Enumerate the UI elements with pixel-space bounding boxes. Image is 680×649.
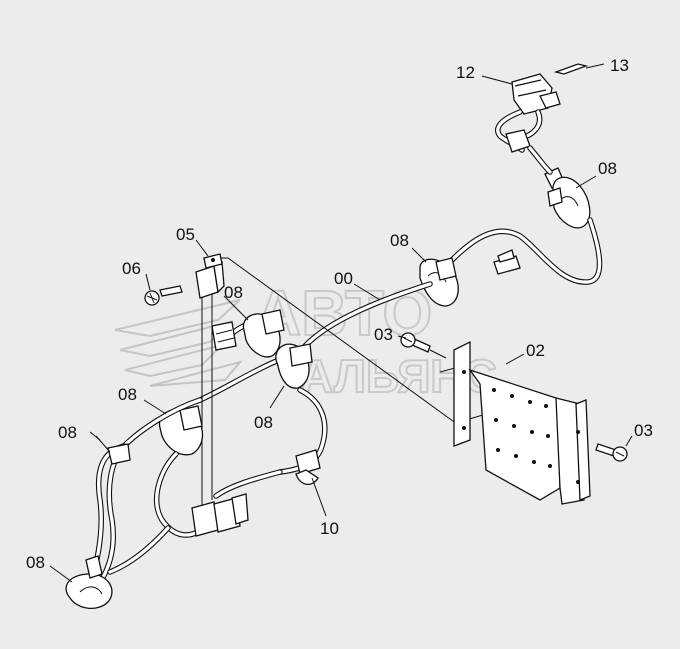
clamp-08-farleft (95, 435, 131, 465)
callout-00: 00 (334, 269, 353, 288)
callout-03-mid: 03 (374, 325, 393, 344)
callout-leaders (49, 63, 633, 583)
clamp-08-relay (211, 309, 285, 358)
clamp-08-top (547, 176, 591, 229)
relay-05 (195, 253, 225, 299)
screw-03-mid (400, 332, 447, 359)
clamp-08-center (275, 343, 313, 389)
bottom-connectors (191, 493, 249, 537)
callout-02: 02 (526, 341, 545, 360)
callout-10: 10 (320, 519, 339, 538)
callout-12: 12 (456, 63, 475, 82)
part-13-tag (553, 63, 589, 75)
left-harness-wires (79, 397, 283, 603)
callout-08-mid: 08 (390, 231, 409, 250)
screw-06 (144, 285, 183, 306)
upper-harness-wire (495, 109, 565, 189)
clamp-08-mid (419, 257, 459, 307)
screw-03-right (595, 443, 628, 462)
callout-08-farleft: 08 (58, 423, 77, 442)
callout-05: 05 (176, 225, 195, 244)
callout-08-center: 08 (254, 413, 273, 432)
callout-labels: 12 13 08 08 05 06 08 00 03 02 08 08 08 0… (26, 56, 653, 572)
callout-08-relay: 08 (224, 283, 243, 302)
callout-03-right: 03 (634, 421, 653, 440)
callout-08-top: 08 (598, 159, 617, 178)
callout-08-left: 08 (118, 385, 137, 404)
main-wire-right (449, 217, 603, 285)
part-12-connector (511, 73, 561, 115)
callout-06: 06 (122, 259, 141, 278)
bracket-02 (453, 340, 591, 505)
callout-08-bottom: 08 (26, 553, 45, 572)
clamp-08-left (158, 405, 204, 456)
clamp-08-bottom (65, 555, 113, 609)
wire-to-10 (277, 387, 328, 485)
callout-13: 13 (610, 56, 629, 75)
